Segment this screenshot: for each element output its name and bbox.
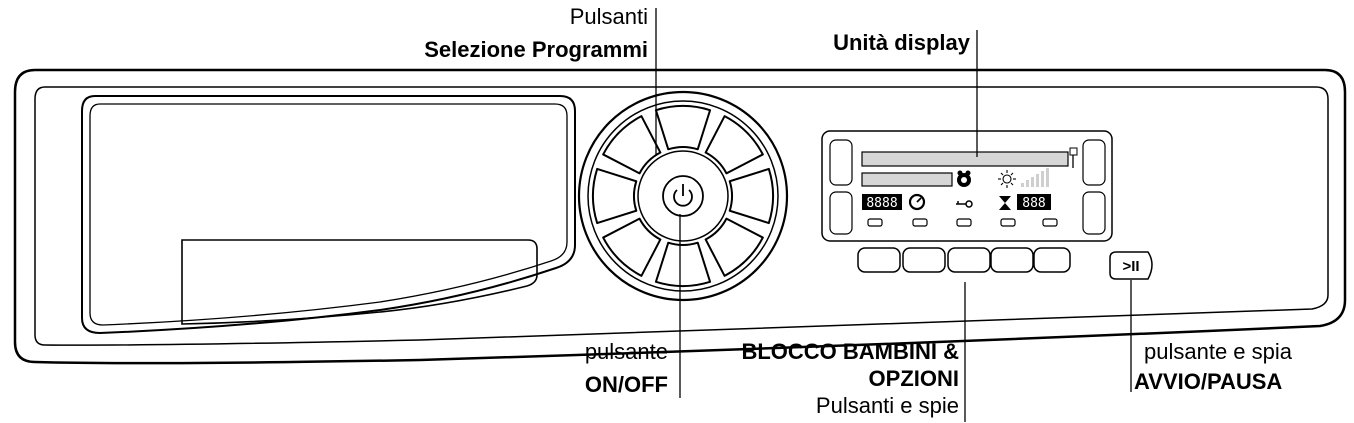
- baby-icon: [957, 170, 971, 187]
- detergent-drawer[interactable]: [81, 95, 576, 335]
- left-digit-display: [862, 194, 902, 210]
- right-digit-value: 888: [1022, 196, 1045, 211]
- panel-inner-frame: [34, 86, 1329, 346]
- timer-icon: [908, 193, 926, 211]
- indicator-led-2: [912, 218, 928, 227]
- indicator-led-1: [867, 218, 883, 227]
- label-onoff-line2: ON/OFF: [584, 372, 668, 397]
- panel-outer-frame: [13, 68, 1347, 365]
- right-digit-display: [1017, 194, 1051, 210]
- option-button-2[interactable]: [902, 247, 946, 273]
- hourglass-icon: [999, 196, 1011, 210]
- label-options-line3: Pulsanti e spie: [815, 393, 959, 418]
- program-segment-button-2[interactable]: [704, 115, 764, 175]
- signal-bars-icon: [1021, 168, 1049, 187]
- thermometer-icon: [1069, 147, 1078, 168]
- on-off-button[interactable]: [662, 175, 704, 217]
- option-button-4[interactable]: [990, 247, 1034, 273]
- option-bar: [861, 172, 953, 187]
- option-button-3[interactable]: [947, 247, 991, 273]
- start-pause-button[interactable]: >II: [1109, 251, 1153, 280]
- program-segment-button-7[interactable]: [592, 167, 638, 225]
- program-segment-button-3[interactable]: [728, 167, 774, 225]
- program-selector-dial[interactable]: [577, 90, 789, 302]
- indicator-led-5: [1042, 218, 1058, 227]
- display-unit: 8888 888: [821, 130, 1113, 242]
- label-onoff-line1: pulsante: [584, 339, 668, 364]
- indicator-led-4: [1000, 218, 1016, 227]
- label-display-unit: Unità display: [833, 30, 970, 55]
- sun-icon: [998, 170, 1016, 188]
- option-button-1[interactable]: [857, 247, 901, 273]
- program-segment-button-1[interactable]: [654, 105, 712, 151]
- drawer-handle[interactable]: [181, 239, 538, 325]
- label-program-line2: Selezione Programmi: [424, 37, 648, 62]
- program-bar: [861, 151, 1069, 167]
- program-segment-button-4[interactable]: [704, 217, 764, 277]
- program-segment-button-6[interactable]: [602, 217, 662, 277]
- left-digit-value: 8888: [866, 196, 897, 211]
- key-icon: [956, 200, 973, 208]
- label-start-line1: pulsante e spia: [1144, 339, 1292, 364]
- power-icon: [673, 184, 693, 207]
- label-start-line2: AVVIO/PAUSA: [1134, 369, 1283, 394]
- option-button-5[interactable]: [1033, 247, 1071, 273]
- label-options-line1: BLOCCO BAMBINI &: [741, 339, 959, 364]
- start-pause-symbol: >II: [1122, 258, 1139, 275]
- program-segment-button-8[interactable]: [602, 115, 662, 175]
- label-program-line1: Pulsanti: [569, 4, 648, 29]
- program-segment-button-5[interactable]: [654, 241, 712, 287]
- indicator-led-3: [956, 218, 972, 227]
- label-options-line2: OPZIONI: [868, 366, 959, 391]
